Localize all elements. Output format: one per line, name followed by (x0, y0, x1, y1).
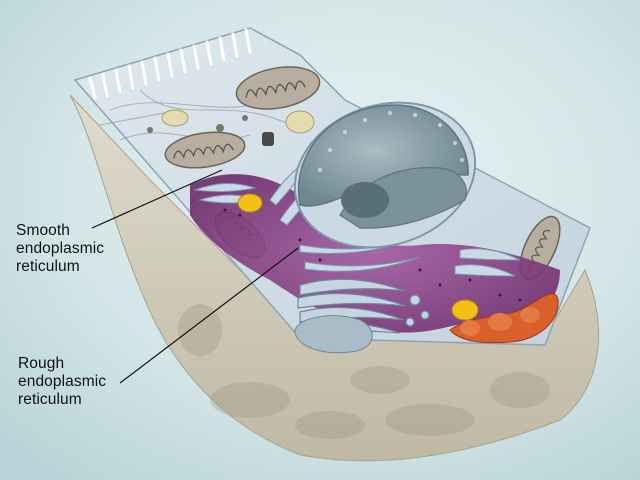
label-smooth-er-line-3: reticulum (16, 258, 80, 275)
rough-er-leader-line (119, 247, 299, 384)
secretory-structure (294, 315, 373, 354)
label-smooth-er-line-1: Smooth (16, 222, 71, 239)
nucleolus (341, 182, 389, 218)
mitochondrion-top (235, 66, 321, 110)
cell-base (69, 94, 600, 462)
yellow-vesicle-left (237, 193, 263, 213)
base-texture (178, 304, 550, 439)
label-smooth-er-line-2: endoplasmic (16, 240, 105, 257)
label-smooth-er: Smooth endoplasmic reticulum (16, 222, 104, 276)
nucleus (293, 101, 477, 249)
vesicles (147, 109, 315, 146)
mitochondrion-left (164, 131, 246, 169)
yellow-vesicle-right (451, 299, 479, 321)
label-rough-er-line-3: reticulum (18, 391, 82, 408)
label-rough-er-line-1: Rough (18, 355, 65, 372)
rough-er-region (190, 174, 560, 333)
microvilli (88, 28, 252, 100)
label-rough-er-line-2: endoplasmic (18, 373, 107, 390)
smooth-er-leader-line (91, 169, 223, 229)
orange-structure (449, 293, 559, 344)
label-rough-er: Rough endoplasmic reticulum (18, 355, 106, 409)
